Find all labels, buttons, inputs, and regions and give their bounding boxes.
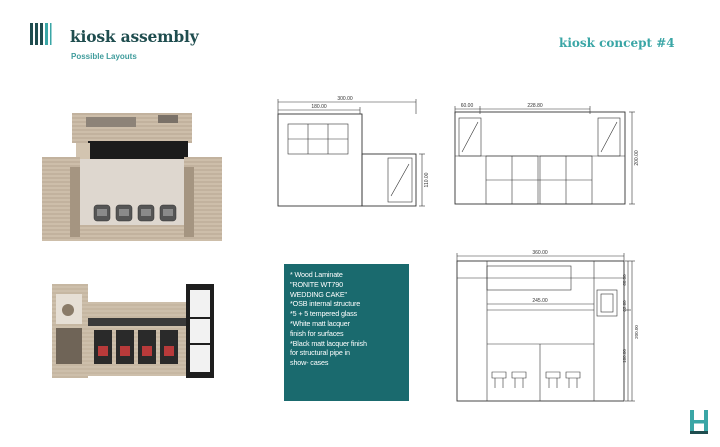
note-line: *White matt lacquer bbox=[290, 318, 350, 328]
note-line: * Wood Laminate bbox=[290, 270, 343, 279]
note-line: finish for surfaces bbox=[290, 328, 344, 338]
front-height: 110.00 bbox=[424, 172, 430, 187]
note-line: "RONITE WT790 bbox=[290, 279, 343, 289]
plan-total-height: 200.00 bbox=[634, 325, 639, 339]
side-left-offset: 60.00 bbox=[461, 103, 474, 109]
side-main-width: 228.80 bbox=[527, 103, 543, 109]
note-line: show- cases bbox=[290, 358, 329, 368]
front-elevation-drawing: 300.00 180.00 110.00 bbox=[277, 96, 430, 207]
plan-lower-height: 180.00 bbox=[622, 349, 627, 363]
plan-dim-b: 62.60 bbox=[622, 300, 627, 312]
logo-bars-icon bbox=[30, 23, 52, 45]
note-line: WEDDING CAKE" bbox=[290, 289, 347, 299]
plan-inner-width: 245.00 bbox=[532, 298, 548, 304]
plan-dim-a: 60.00 bbox=[622, 274, 627, 286]
note-line: *OSB internal structure bbox=[290, 299, 361, 309]
side-height: 200.00 bbox=[634, 150, 640, 166]
concept-title: kiosk concept #4 bbox=[559, 36, 675, 50]
material-notes: * Wood Laminate "RONITE WT790 WEDDING CA… bbox=[284, 264, 409, 401]
front-overall-width: 300.00 bbox=[337, 96, 353, 102]
plan-drawing: 360.00 245.00 60.00 62.60 180.00 200.00 bbox=[456, 250, 639, 402]
kiosk-front-render bbox=[50, 280, 220, 380]
note-line: *5 + 5 tempered glass bbox=[290, 309, 357, 319]
note-line: for structural pipe in bbox=[290, 348, 350, 358]
front-left-width: 180.00 bbox=[311, 104, 327, 110]
note-line: *Black matt lacquer finish bbox=[290, 338, 367, 348]
side-elevation-drawing: 60.00 228.80 200.00 bbox=[454, 103, 640, 205]
page-subtitle: Possible Layouts bbox=[71, 52, 137, 61]
page-title: kiosk assembly bbox=[70, 27, 199, 46]
plan-overall-width: 360.00 bbox=[532, 250, 548, 256]
kiosk-top-render bbox=[38, 105, 224, 245]
corner-h-icon bbox=[690, 410, 708, 434]
